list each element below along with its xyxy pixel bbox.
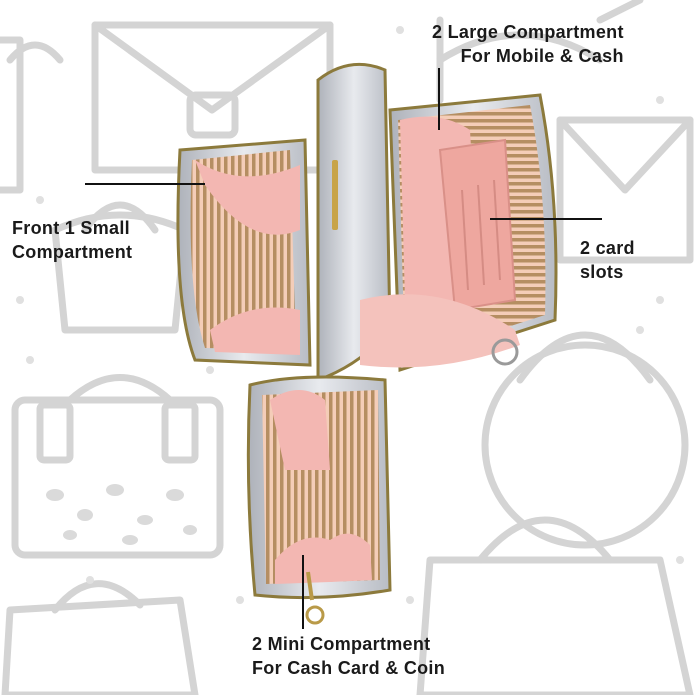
doodle-bag-bottom-left	[1, 596, 199, 695]
doodle-dots	[16, 26, 684, 604]
doodle-round-bag	[481, 341, 689, 549]
card-slots	[438, 138, 517, 312]
callout-front-line1: Front 1 Small	[12, 218, 130, 238]
doodle-leopard-spots	[46, 484, 197, 545]
callout-mini-line1: 2 Mini Compartment	[252, 634, 431, 654]
doodle-envelope-right	[556, 116, 694, 264]
doodle-satchel	[11, 396, 224, 559]
doodle-bag-bottom-right	[416, 556, 694, 695]
strap-ring	[491, 338, 519, 366]
callout-large-line1: 2 Large Compartment	[432, 22, 624, 42]
callout-cards-line1: 2 card	[580, 238, 635, 258]
leader-line-front	[85, 183, 205, 185]
callout-mini-line2: For Cash Card & Coin	[252, 658, 446, 678]
doodle-handbag-left	[0, 36, 24, 194]
callout-card-slots: 2 card slots	[580, 236, 635, 284]
callout-front-small: Front 1 Small Compartment	[12, 216, 132, 264]
callout-large-compartment: 2 Large Compartment For Mobile & Cash	[432, 20, 624, 68]
callout-mini-compartment: 2 Mini Compartment For Cash Card & Coin	[252, 632, 445, 680]
zipper-pull	[332, 160, 338, 230]
mini-zipper-pull	[306, 571, 314, 601]
leader-line-mini	[302, 555, 304, 629]
callout-large-line2: For Mobile & Cash	[460, 46, 624, 66]
leader-line-cards	[490, 218, 602, 220]
callout-cards-line2: slots	[580, 262, 624, 282]
leader-line-large	[438, 68, 440, 130]
callout-front-line2: Compartment	[12, 242, 133, 262]
